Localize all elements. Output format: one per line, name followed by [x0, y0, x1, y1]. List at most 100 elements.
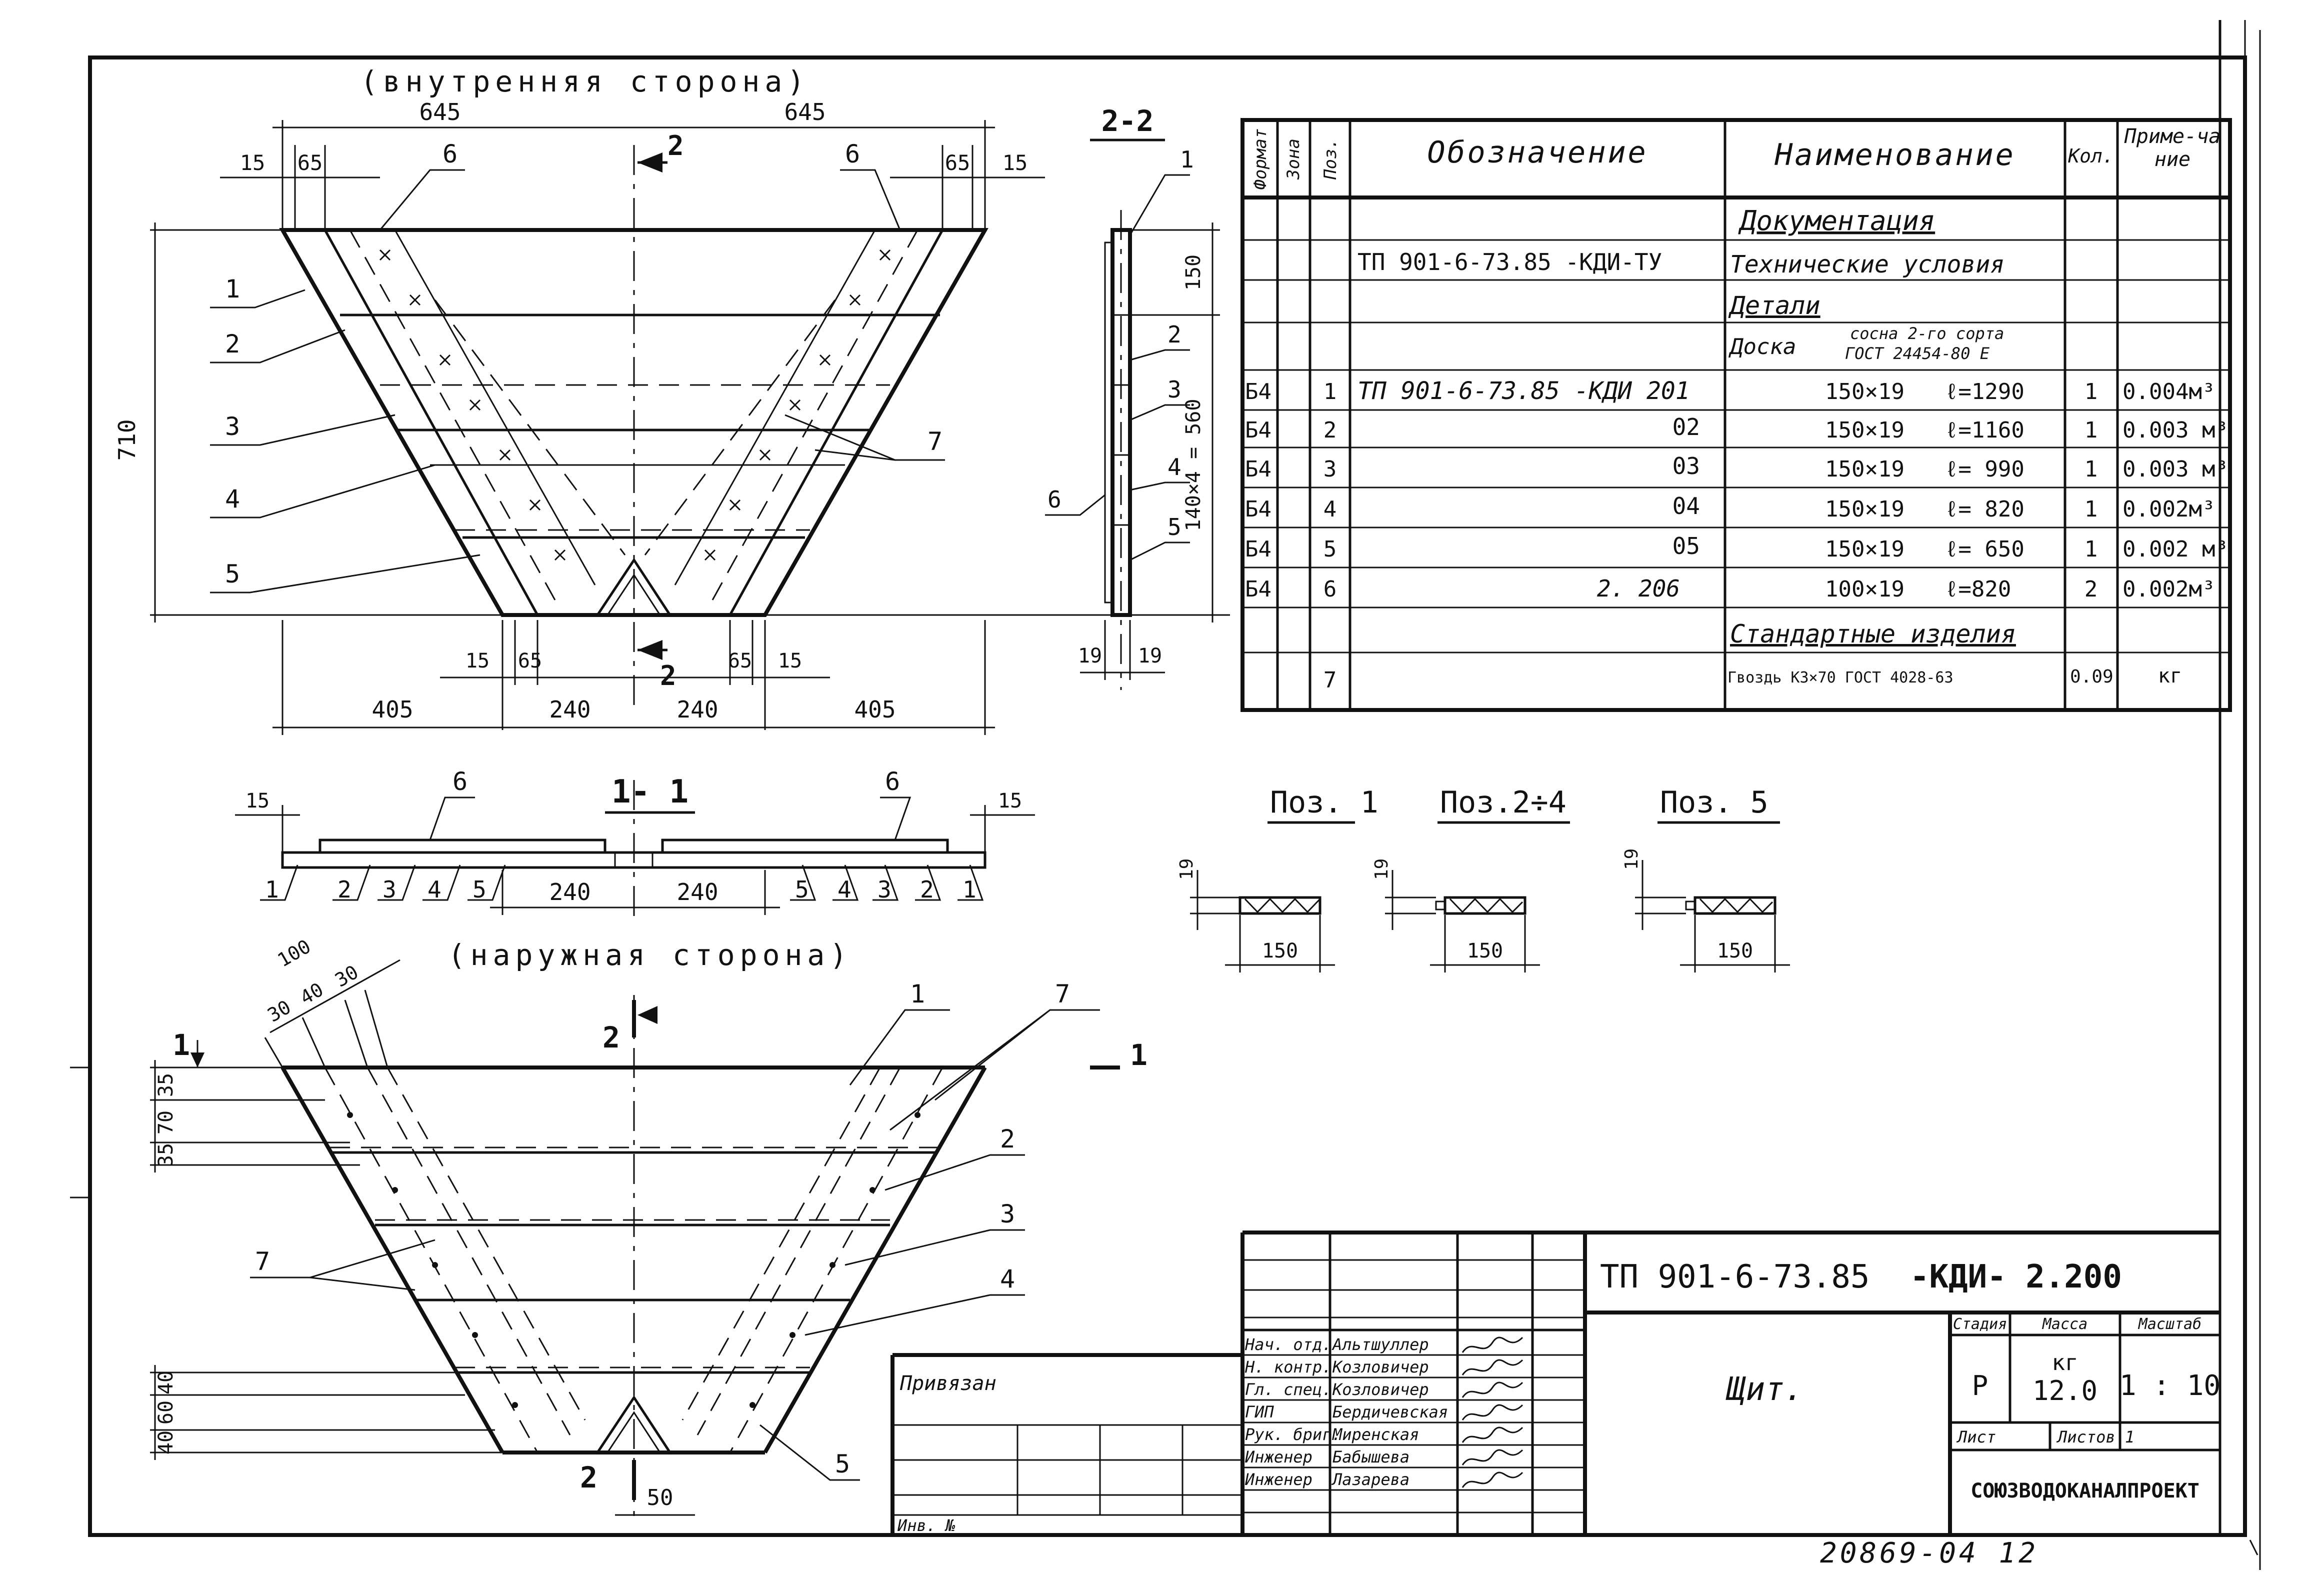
- svg-text:Бердичевская: Бердичевская: [1332, 1402, 1448, 1422]
- svg-text:1- 1: 1- 1: [612, 774, 688, 810]
- svg-text:Альтшуллер: Альтшуллер: [1332, 1335, 1429, 1354]
- svg-text:1: 1: [225, 274, 240, 304]
- view-top-title: (внутренняя сторона): [360, 64, 810, 98]
- spec-header-note: Приме-чание: [2124, 125, 2221, 171]
- svg-text:Поз.: Поз.: [1320, 138, 1340, 180]
- svg-text:05: 05: [1672, 532, 1700, 560]
- svg-text:6: 6: [452, 767, 468, 796]
- svg-text:5: 5: [795, 876, 809, 903]
- svg-text:19: 19: [1622, 848, 1642, 870]
- svg-text:Обозначение: Обозначение: [1427, 135, 1648, 170]
- svg-text:140×4 = 560: 140×4 = 560: [1182, 399, 1205, 532]
- svg-text:-КДИ- 2.200: -КДИ- 2.200: [1910, 1258, 2122, 1296]
- svg-text:Инженер: Инженер: [1244, 1448, 1312, 1466]
- svg-text:Масштаб: Масштаб: [2138, 1316, 2202, 1333]
- svg-text:100×19: 100×19: [1825, 576, 1904, 602]
- svg-text:Кол.: Кол.: [2068, 145, 2114, 167]
- svg-text:19: 19: [1078, 644, 1102, 668]
- svg-text:15: 15: [998, 790, 1022, 812]
- svg-text:19: 19: [1372, 858, 1392, 880]
- svg-text:Рук. бриг.: Рук. бриг.: [1245, 1425, 1342, 1444]
- svg-text:30: 30: [332, 961, 362, 992]
- spec-headers: Формат Зона Поз. Обозначение Наименовани…: [1250, 125, 2221, 190]
- svg-text:19: 19: [1138, 644, 1162, 668]
- svg-text:сосна 2-го сорта: сосна 2-го сорта: [1850, 324, 2004, 343]
- svg-text:Щит.: Щит.: [1726, 1371, 1804, 1408]
- detail-pos-5: Поз. 5 19 150: [1622, 785, 1790, 972]
- svg-text:Формат: Формат: [1250, 128, 1270, 190]
- svg-text:02: 02: [1672, 414, 1700, 440]
- svg-text:0.002м³: 0.002м³: [2122, 576, 2215, 602]
- svg-text:4: 4: [225, 484, 240, 514]
- staff-list: Нач. отд. Альтшуллер Н. контр. Козловиче…: [1244, 1335, 1448, 1489]
- svg-text:Гл. спец.: Гл. спец.: [1245, 1380, 1332, 1399]
- svg-text:150: 150: [1262, 940, 1298, 962]
- svg-text:4: 4: [428, 876, 442, 903]
- svg-text:ℓ= 990: ℓ= 990: [1945, 456, 2024, 482]
- svg-text:2: 2: [2084, 576, 2098, 602]
- svg-text:Б4: Б4: [1245, 536, 1272, 562]
- svg-text:Привязан: Привязан: [900, 1372, 996, 1395]
- svg-text:240: 240: [549, 696, 590, 723]
- svg-text:0.09: 0.09: [2070, 666, 2114, 687]
- svg-text:15: 15: [240, 150, 266, 175]
- svg-text:3: 3: [225, 412, 240, 441]
- view-bottom-title: (наружная сторона): [448, 938, 852, 972]
- svg-text:0.003 м³: 0.003 м³: [2122, 418, 2228, 443]
- svg-text:Б4: Б4: [1245, 379, 1272, 404]
- svg-text:5: 5: [225, 560, 240, 588]
- svg-text:ℓ= 650: ℓ= 650: [1945, 536, 2024, 562]
- spec-rows: Документация ТП 901-6-73.85 -КДИ-ТУ Техн…: [1245, 205, 2228, 693]
- svg-text:1 : 10: 1 : 10: [2120, 1370, 2220, 1402]
- svg-text:Н. контр.: Н. контр.: [1244, 1358, 1332, 1376]
- svg-text:7: 7: [1324, 668, 1337, 693]
- svg-text:Стадия: Стадия: [1953, 1316, 2007, 1333]
- svg-text:Технические условия: Технические условия: [1730, 250, 2004, 278]
- svg-text:Миренская: Миренская: [1332, 1425, 1419, 1444]
- svg-text:Поз. 5: Поз. 5: [1660, 785, 1768, 820]
- svg-text:2: 2: [338, 876, 352, 903]
- detail-pos-1: Поз. 1 19 150: [1176, 785, 1378, 972]
- svg-text:04: 04: [1672, 492, 1700, 520]
- svg-text:100: 100: [274, 935, 314, 971]
- svg-text:4: 4: [1168, 454, 1182, 480]
- spec-row-2: Б4 2 02 150×19 ℓ=1160 1 0.003 м³: [1245, 414, 2228, 443]
- footer-number: 20869-04 12: [1820, 1537, 2038, 1570]
- svg-text:6: 6: [1048, 486, 1062, 513]
- svg-text:1: 1: [962, 876, 976, 903]
- svg-text:Б4: Б4: [1245, 576, 1272, 602]
- svg-text:1: 1: [1130, 1038, 1148, 1072]
- svg-text:Инв. №: Инв. №: [897, 1516, 956, 1535]
- spec-row-3: Б4 3 03 150×19 ℓ= 990 1 0.003 м³: [1245, 452, 2228, 482]
- svg-text:65: 65: [728, 650, 752, 672]
- svg-text:Наименование: Наименование: [1774, 138, 2015, 172]
- svg-text:1: 1: [910, 980, 925, 1008]
- svg-text:кг: кг: [2158, 664, 2182, 688]
- svg-text:1: 1: [265, 876, 279, 903]
- svg-text:2: 2: [668, 130, 684, 162]
- svg-text:60: 60: [154, 1400, 178, 1424]
- svg-text:2: 2: [920, 876, 934, 903]
- svg-text:1: 1: [1324, 379, 1337, 404]
- svg-text:645: 645: [419, 98, 460, 126]
- svg-text:2: 2: [660, 660, 676, 692]
- svg-text:3: 3: [878, 876, 892, 903]
- svg-text:Поз. 1: Поз. 1: [1270, 785, 1378, 820]
- svg-text:7: 7: [928, 427, 942, 456]
- detail-pos-2-4: Поз.2÷4 19 150: [1372, 785, 1570, 972]
- svg-text:3: 3: [1324, 456, 1337, 482]
- svg-text:1: 1: [2084, 418, 2098, 443]
- svg-text:5: 5: [1168, 514, 1182, 540]
- svg-text:150: 150: [1717, 940, 1753, 962]
- svg-text:1: 1: [2084, 496, 2098, 522]
- spec-row-4: Б4 4 04 150×19 ℓ= 820 1 0.002м³: [1245, 492, 2215, 522]
- svg-text:645: 645: [784, 98, 826, 126]
- svg-text:240: 240: [676, 696, 718, 723]
- spec-row-6: Б4 6 2. 206 100×19 ℓ=820 2 0.002м³: [1245, 575, 2215, 602]
- svg-text:150: 150: [1182, 254, 1205, 290]
- svg-text:ТП 901-6-73.85 -КДИ-ТУ: ТП 901-6-73.85 -КДИ-ТУ: [1358, 248, 1662, 276]
- svg-text:Р: Р: [1972, 1370, 1988, 1402]
- svg-text:12.0: 12.0: [2032, 1375, 2098, 1406]
